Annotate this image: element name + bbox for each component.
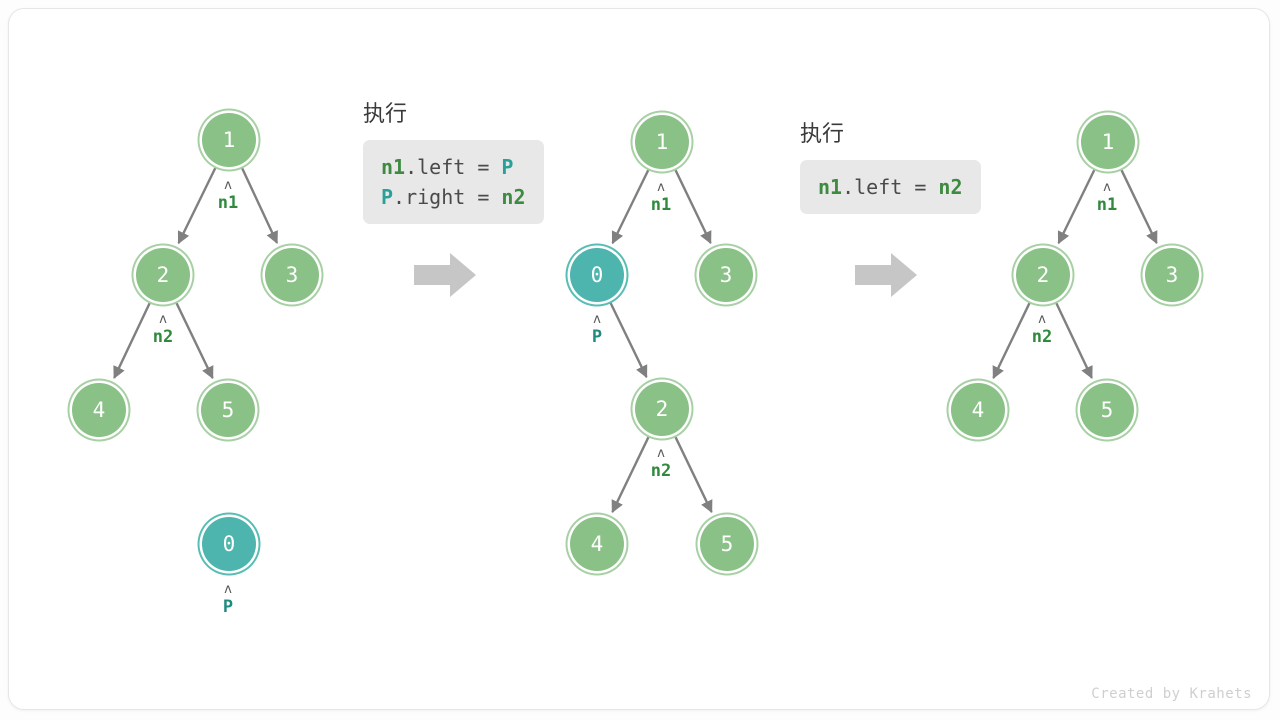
tree-node-5: 5 [700, 517, 754, 571]
pointer-caret-icon: ʌ [224, 582, 232, 597]
tree-node-2: 2 [635, 382, 689, 436]
step-block-2: 执行 n1.left = n2 [800, 116, 981, 214]
pointer-label-text: P [591, 327, 603, 347]
tree-node-0: 0 [570, 248, 624, 302]
tree-node-1: 1 [1081, 115, 1135, 169]
pointer-caret-icon: ʌ [593, 312, 601, 327]
tree-node-3: 3 [699, 248, 753, 302]
tree-node-3: 3 [265, 248, 319, 302]
pointer-caret-icon: ʌ [159, 312, 167, 327]
pointer-caret-icon: ʌ [224, 178, 232, 193]
tree-node-4: 4 [951, 383, 1005, 437]
pointer-label-text: n1 [217, 193, 239, 213]
pointer-label-text: n2 [152, 327, 174, 347]
code-token: n2 [501, 185, 526, 209]
code-block: n1.left = n2 [800, 160, 981, 214]
code-token: P [501, 155, 514, 179]
code-token: P [381, 185, 394, 209]
step-title: 执行 [363, 101, 408, 126]
tree-node-5: 5 [1080, 383, 1134, 437]
tree-node-5: 5 [201, 383, 255, 437]
pointer-label-text: P [222, 597, 234, 617]
tree-node-1: 1 [635, 115, 689, 169]
pointer-caret-icon: ʌ [1038, 312, 1046, 327]
pointer-label-text: n1 [1096, 195, 1118, 215]
tree-node-3: 3 [1145, 248, 1199, 302]
tree-node-1: 1 [202, 113, 256, 167]
code-token: .left = [842, 175, 939, 199]
tree-node-2: 2 [136, 248, 190, 302]
step-title: 执行 [800, 121, 845, 146]
tree-node-2: 2 [1016, 248, 1070, 302]
tree-node-4: 4 [72, 383, 126, 437]
pointer-caret-icon: ʌ [657, 446, 665, 461]
pointer-caret-icon: ʌ [657, 180, 665, 195]
code-token: .right = [393, 185, 502, 209]
watermark: Created by Krahets [1091, 686, 1252, 702]
transition-arrow-2-icon [855, 252, 917, 298]
pointer-caret-icon: ʌ [1103, 180, 1111, 195]
transition-arrow-1-icon [414, 252, 476, 298]
tree-node-0: 0 [202, 517, 256, 571]
tree-node-4: 4 [570, 517, 624, 571]
pointer-label-text: n1 [650, 195, 672, 215]
code-block: n1.left = P P.right = n2 [363, 140, 544, 224]
pointer-label-text: n2 [650, 461, 672, 481]
pointer-label-text: n2 [1031, 327, 1053, 347]
code-token: n1 [381, 155, 406, 179]
code-token: n2 [938, 175, 963, 199]
code-token: n1 [818, 175, 843, 199]
code-token: .left = [405, 155, 502, 179]
